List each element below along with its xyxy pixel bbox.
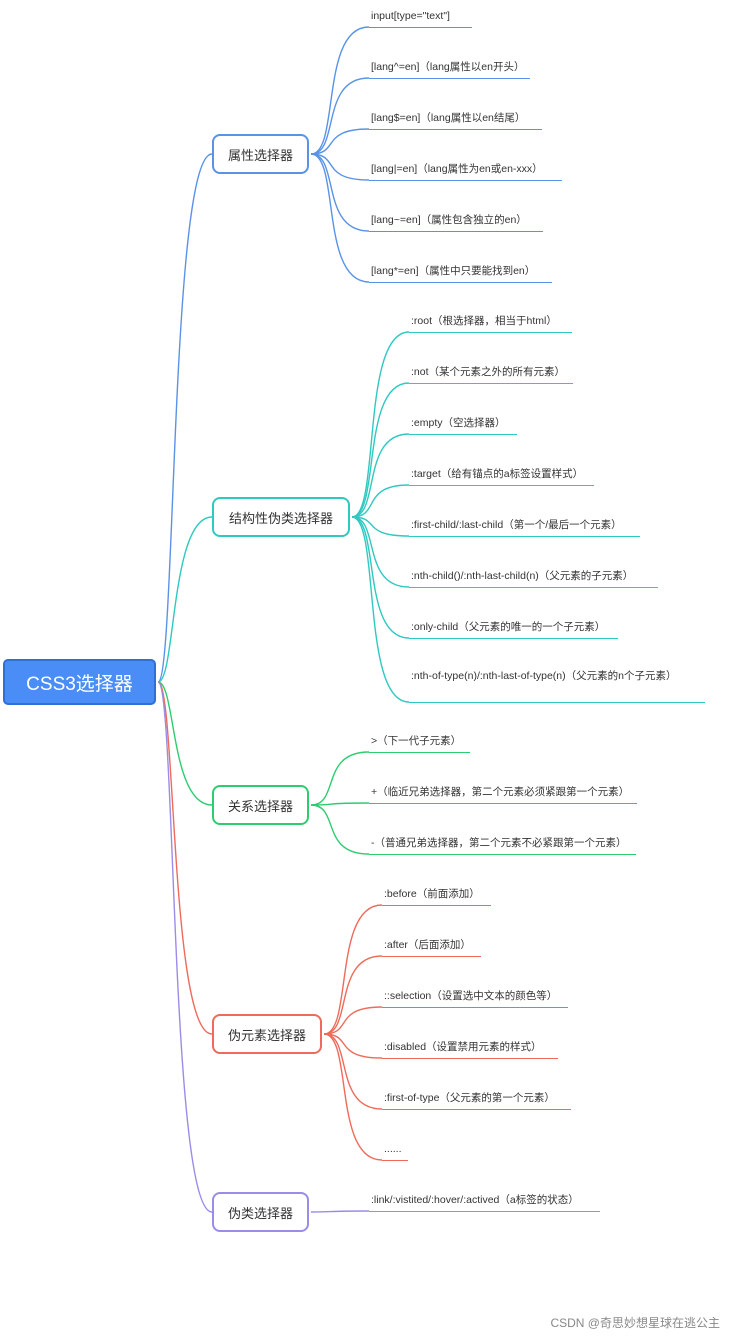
leaf-item[interactable]: :target（给有锚点的a标签设置样式）: [411, 468, 584, 480]
branch-leaf-connector: [310, 804, 370, 855]
branch-leaf-connector: [351, 331, 410, 518]
leaf-item[interactable]: :disabled（设置禁用元素的样式）: [384, 1041, 542, 1053]
branch-leaf-connector: [351, 516, 410, 703]
branch-leaf-connector: [323, 1006, 383, 1035]
leaf-item[interactable]: :link/:vistited/:hover/:actived（a标签的状态）: [371, 1194, 579, 1206]
leaf-underline: [369, 27, 472, 28]
branch-node-struct[interactable]: 结构性伪类选择器: [212, 497, 350, 537]
leaf-underline: [409, 485, 594, 486]
leaf-item[interactable]: :nth-of-type(n)/:nth-last-of-type(n)（父元素…: [411, 670, 677, 682]
branch-leaf-connector: [310, 1210, 370, 1213]
leaf-underline: [409, 383, 573, 384]
branch-leaf-connector: [310, 153, 370, 232]
leaf-item[interactable]: :first-child/:last-child（第一个/最后一个元素）: [411, 519, 622, 531]
leaf-underline: [409, 587, 658, 588]
leaf-underline: [382, 1007, 568, 1008]
root-node[interactable]: CSS3选择器: [3, 659, 156, 705]
branch-node-rel[interactable]: 关系选择器: [212, 785, 309, 825]
leaf-underline: [409, 332, 572, 333]
branch-leaf-connector: [310, 153, 370, 283]
leaf-item[interactable]: >（下一代子元素）: [371, 735, 462, 747]
root-branch-connector: [157, 681, 213, 1213]
leaf-underline: [382, 1160, 408, 1161]
leaf-item[interactable]: :not（某个元素之外的所有元素）: [411, 366, 566, 378]
branch-node-pseudoEl[interactable]: 伪元素选择器: [212, 1014, 322, 1054]
leaf-underline: [409, 638, 618, 639]
leaf-item[interactable]: :root（根选择器，相当于html）: [411, 315, 557, 327]
leaf-underline: [382, 956, 481, 957]
root-branch-connector: [157, 681, 213, 806]
leaf-underline: [369, 854, 636, 855]
branch-leaf-connector: [351, 516, 410, 639]
leaf-underline: [382, 905, 491, 906]
leaf-underline: [369, 803, 637, 804]
branch-node-pseudoCls[interactable]: 伪类选择器: [212, 1192, 309, 1232]
leaf-underline: [409, 434, 517, 435]
branch-leaf-connector: [323, 904, 383, 1035]
leaf-item[interactable]: [lang$=en]（lang属性以en结尾）: [371, 112, 526, 124]
branch-leaf-connector: [310, 751, 370, 806]
leaf-item[interactable]: [lang*=en]（属性中只要能找到en）: [371, 265, 536, 277]
branch-leaf-connector: [351, 484, 410, 518]
leaf-underline: [369, 752, 470, 753]
branch-leaf-connector: [310, 128, 370, 155]
leaf-underline: [409, 536, 640, 537]
leaf-item[interactable]: ......: [384, 1143, 402, 1155]
root-branch-connector: [157, 153, 213, 683]
leaf-underline: [382, 1058, 558, 1059]
leaf-item[interactable]: input[type="text"]: [371, 10, 450, 22]
leaf-underline: [369, 231, 543, 232]
leaf-item[interactable]: [lang~=en]（属性包含独立的en）: [371, 214, 527, 226]
leaf-item[interactable]: [lang^=en]（lang属性以en开头）: [371, 61, 525, 73]
branch-node-attr[interactable]: 属性选择器: [212, 134, 309, 174]
branch-leaf-connector: [351, 433, 410, 518]
leaf-item[interactable]: :nth-child()/:nth-last-child(n)（父元素的子元素）: [411, 570, 634, 582]
branch-leaf-connector: [323, 955, 383, 1035]
branch-leaf-connector: [323, 1033, 383, 1110]
leaf-item[interactable]: :only-child（父元素的唯一的一个子元素）: [411, 621, 606, 633]
leaf-item[interactable]: [lang|=en]（lang属性为en或en-xxx）: [371, 163, 543, 175]
leaf-item[interactable]: :empty（空选择器）: [411, 417, 506, 429]
leaf-underline: [382, 1109, 571, 1110]
branch-leaf-connector: [351, 516, 410, 588]
branch-leaf-connector: [310, 26, 370, 155]
leaf-underline: [369, 1211, 600, 1212]
branch-leaf-connector: [310, 77, 370, 155]
branch-leaf-connector: [323, 1033, 383, 1059]
leaf-underline: [369, 78, 530, 79]
branch-leaf-connector: [310, 153, 370, 181]
leaf-item[interactable]: :before（前面添加）: [384, 888, 480, 900]
branch-leaf-connector: [351, 382, 410, 518]
leaf-item[interactable]: :first-of-type（父元素的第一个元素）: [384, 1092, 555, 1104]
branch-leaf-connector: [310, 802, 370, 806]
leaf-item[interactable]: -（普通兄弟选择器，第二个元素不必紧跟第一个元素）: [371, 837, 627, 849]
root-branch-connector: [157, 681, 213, 1035]
watermark: CSDN @奇思妙想星球在逃公主: [550, 1316, 720, 1330]
leaf-underline: [369, 129, 542, 130]
branch-leaf-connector: [323, 1033, 383, 1161]
leaf-underline: [369, 180, 562, 181]
leaf-underline: [369, 282, 552, 283]
branch-leaf-connector: [351, 516, 410, 537]
leaf-item[interactable]: +（临近兄弟选择器，第二个元素必须紧跟第一个元素）: [371, 786, 630, 798]
leaf-item[interactable]: ::selection（设置选中文本的颜色等）: [384, 990, 558, 1002]
root-branch-connector: [157, 516, 213, 683]
leaf-underline: [409, 702, 705, 703]
leaf-item[interactable]: :after（后面添加）: [384, 939, 471, 951]
